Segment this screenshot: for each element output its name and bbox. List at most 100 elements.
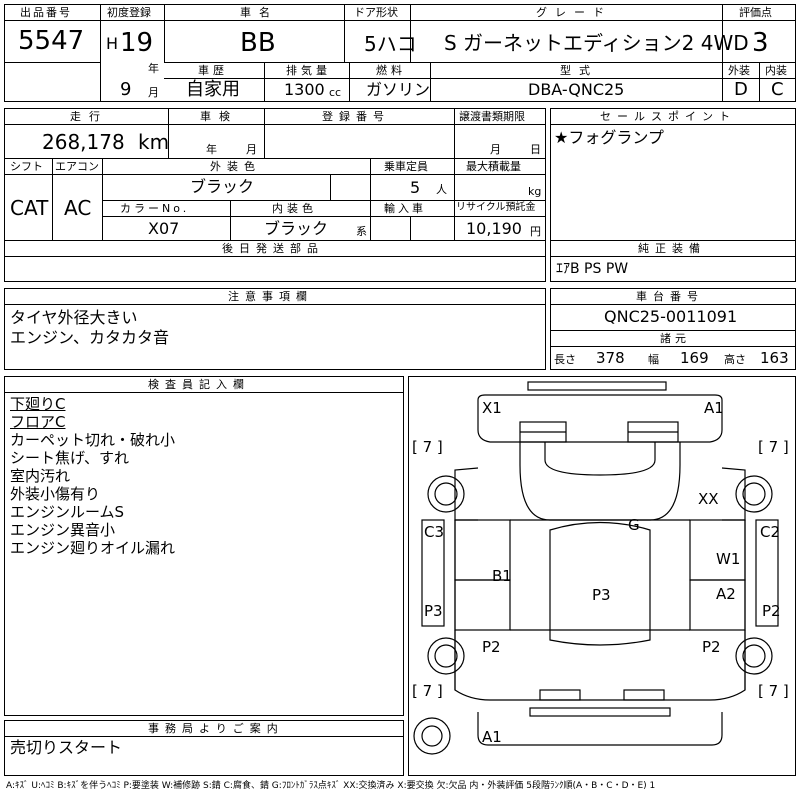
recycle-unit: 円 <box>530 225 541 238</box>
recycle-label: リサイクル預託金 <box>456 202 536 213</box>
grade-label: グレード <box>536 6 612 19</box>
tire-tr: [ 7 ] <box>758 438 789 456</box>
capacity-value: 5 <box>410 178 421 197</box>
history-value: 自家用 <box>186 79 240 100</box>
mileage-value: 268,178 <box>42 130 125 154</box>
sales-point-label: セールスポイント <box>600 110 736 123</box>
month-unit: 月 <box>148 86 159 99</box>
ext-color-value: ブラック <box>190 177 255 196</box>
height-value: 163 <box>760 349 789 367</box>
tire-tl: [ 7 ] <box>412 438 443 456</box>
color-no-value: X07 <box>148 219 180 238</box>
ext-color-label: 外装色 <box>210 160 261 173</box>
sales-point-value: ★フォグランプ <box>554 128 664 147</box>
int-color-label: 内装色 <box>272 202 317 215</box>
mark-a1-rear: A1 <box>482 728 502 746</box>
fuel-label: 燃料 <box>376 64 406 77</box>
mark-g: G <box>628 516 640 534</box>
notes-label: 注意事項欄 <box>228 290 313 303</box>
inspector-line: エンジン異音小 <box>10 521 116 539</box>
max-load-unit: kg <box>528 185 542 198</box>
mark-p2-right: P2 <box>702 638 721 656</box>
notes-line-1: タイヤ外径大きい <box>10 308 138 327</box>
aircon-value: AC <box>64 196 92 220</box>
door-type-label: ドア形状 <box>354 6 398 19</box>
height-label: 高さ <box>724 353 746 366</box>
tire-br: [ 7 ] <box>758 682 789 700</box>
mark-x1: X1 <box>482 399 502 417</box>
tire-bl: [ 7 ] <box>412 682 443 700</box>
mark-a1-front: A1 <box>704 399 724 417</box>
mileage-unit: km <box>138 130 170 154</box>
mark-p2-left: P2 <box>482 638 501 656</box>
car-name-label: 車名 <box>240 6 278 19</box>
sales-point-section <box>550 108 796 282</box>
history-label: 車歴 <box>198 64 228 77</box>
color-no-label: カラーNo. <box>120 202 190 215</box>
int-color-unit: 系 <box>356 225 367 238</box>
lot-no-label: 出品番号 <box>20 6 72 19</box>
import-label: 輸入車 <box>384 202 426 215</box>
door-type-value: 5ハコ <box>364 32 417 56</box>
mark-p2-right-side: P2 <box>762 602 781 620</box>
reg-no-label: 登録番号 <box>322 110 390 123</box>
mark-p3-center: P3 <box>592 586 611 604</box>
shift-value: CAT <box>10 196 49 220</box>
displacement-label: 排気量 <box>286 64 331 77</box>
inspector-line: 外装小傷有り <box>10 485 101 503</box>
office-section <box>4 720 404 776</box>
model-code-value: DBA-QNC25 <box>528 80 625 99</box>
first-reg-era: H <box>106 34 119 53</box>
inspection-year-unit: 年 <box>206 143 217 156</box>
inspector-line: 室内汚れ <box>10 467 71 485</box>
equipment-label: 純正装備 <box>638 242 706 255</box>
office-text: 売切りスタート <box>10 738 123 757</box>
inspector-line: フロアC <box>10 413 66 431</box>
chassis-label: 車台番号 <box>636 290 704 303</box>
specs-section <box>4 108 546 282</box>
mark-c2: C2 <box>760 523 781 541</box>
later-parts-label: 後日発送部品 <box>222 242 324 255</box>
chassis-section <box>550 288 796 370</box>
notes-section <box>4 288 546 370</box>
header-section <box>4 4 796 102</box>
legend: A:ｷｽﾞ U:ﾍｺﾐ B:ｷｽﾞを伴うﾍｺﾐ P:要塗装 W:補修跡 S:錆 … <box>6 781 656 791</box>
notes-line-2: エンジン、カタカタ音 <box>10 328 170 347</box>
transfer-month-unit: 月 <box>490 143 501 156</box>
shift-label: シフト <box>10 160 43 173</box>
equipment-value: ｴｱB PS PW <box>556 261 629 277</box>
car-name-value: BB <box>240 28 276 58</box>
office-label: 事務局よりご案内 <box>148 722 284 735</box>
first-reg-label: 初度登録 <box>107 6 151 19</box>
inspector-line: シート焦げ、すれ <box>10 449 129 467</box>
mark-b1: B1 <box>492 567 512 585</box>
interior-label: 内装 <box>765 64 787 77</box>
width-label: 幅 <box>648 353 659 366</box>
car-diagram <box>408 376 796 776</box>
length-label: 長さ <box>554 353 576 366</box>
inspector-line: カーペット切れ・破れ小 <box>10 431 176 449</box>
aircon-label: エアコン <box>55 160 99 173</box>
inspector-line: 下廻りC <box>10 395 66 413</box>
max-load-label: 最大積載量 <box>466 160 521 173</box>
interior-grade: C <box>771 79 784 100</box>
mark-w1: W1 <box>716 550 741 568</box>
chassis-number: QNC25-0011091 <box>604 307 738 326</box>
capacity-unit: 人 <box>436 183 447 196</box>
displacement-value: 1300 <box>284 80 325 99</box>
exterior-grade: D <box>734 79 748 100</box>
score-label: 評価点 <box>739 6 772 19</box>
int-color-value: ブラック <box>264 219 329 238</box>
width-value: 169 <box>680 349 709 367</box>
inspector-lines: 下廻りC フロアC カーペット切れ・破れ小 シート焦げ、すれ 室内汚れ 外装小傷… <box>10 395 175 557</box>
transfer-day-unit: 日 <box>530 143 541 156</box>
displacement-unit: cc <box>329 86 342 99</box>
year-unit: 年 <box>148 62 159 75</box>
inspector-section <box>4 376 404 716</box>
mark-p3-left: P3 <box>424 602 443 620</box>
model-code-label: 型式 <box>560 64 598 77</box>
score-value: 3 <box>752 28 769 58</box>
transfer-deadline-label: 譲渡書類期限 <box>459 110 525 123</box>
grade-value: S ガーネットエディション2 4WD <box>444 31 749 55</box>
dims-label: 諸元 <box>660 332 690 345</box>
